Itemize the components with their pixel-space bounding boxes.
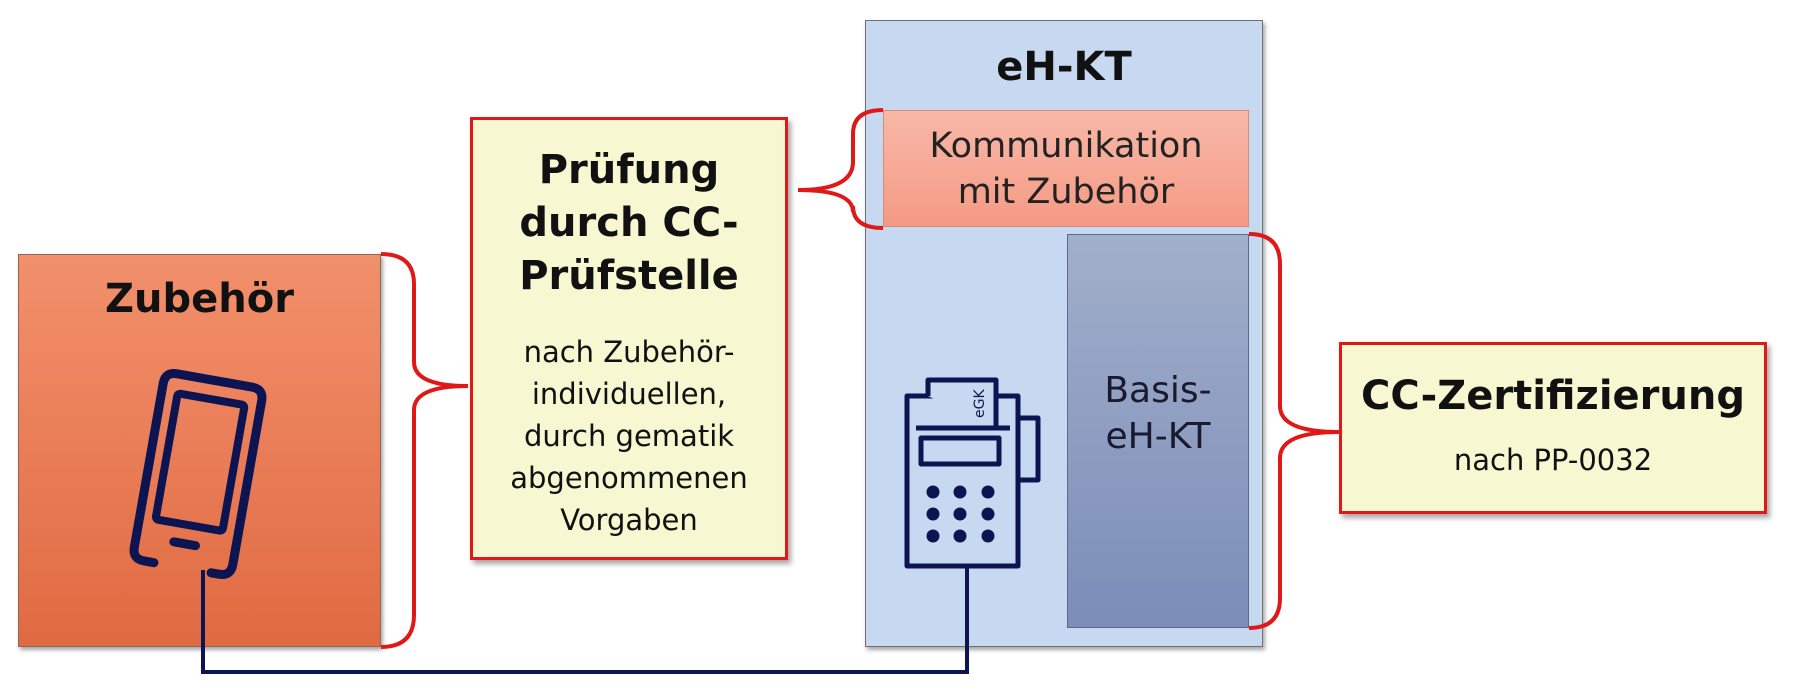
- bracket-kommunikation: [797, 108, 884, 230]
- kommunikation-box: Kommunikation mit Zubehör: [883, 110, 1249, 227]
- ehkt-title: eH-KT: [996, 44, 1132, 90]
- card-label: eGK: [972, 389, 988, 418]
- zubehoer-title: Zubehör: [105, 276, 294, 322]
- connector-line: [201, 566, 969, 674]
- cc-title: CC-Zertifizierung: [1360, 373, 1745, 419]
- card-terminal-icon: [904, 377, 1041, 569]
- cc-zertifizierung-box: CC-Zertifizierung nach PP-0032: [1339, 342, 1767, 514]
- cc-subtitle: nach PP-0032: [1453, 443, 1653, 477]
- pruefung-subtitle: nach Zubehör- individuellen, durch gemat…: [510, 335, 748, 537]
- pruefung-box: Prüfung durch CC- Prüfstelle nach Zubehö…: [470, 117, 788, 560]
- basis-ehkt-box: Basis- eH-KT: [1067, 234, 1249, 628]
- zubehoer-box: [18, 254, 381, 647]
- pruefung-title: Prüfung durch CC- Prüfstelle: [519, 147, 739, 299]
- bracket-basis: [1248, 232, 1340, 630]
- bracket-zubehoer: [380, 252, 469, 649]
- smartphone-icon: [129, 369, 267, 579]
